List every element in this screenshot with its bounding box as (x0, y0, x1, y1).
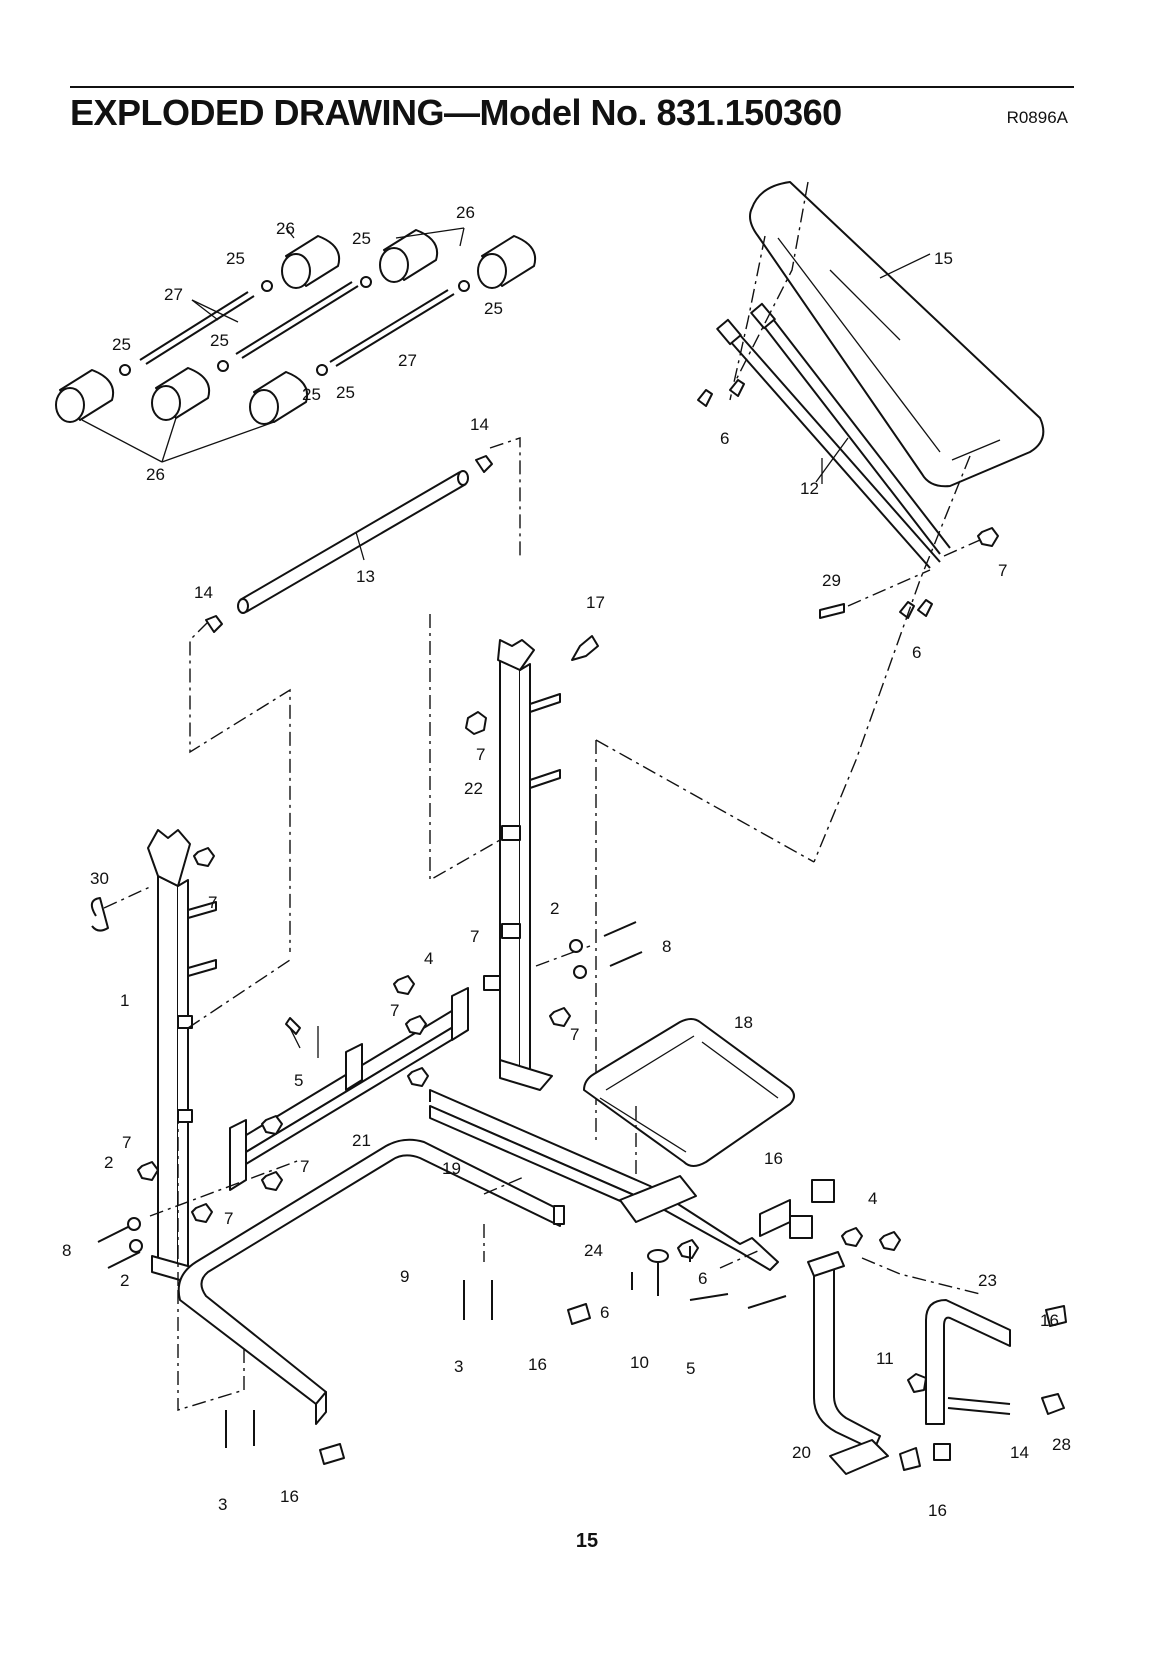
callout: 7 (300, 1157, 309, 1176)
callout: 3 (218, 1495, 227, 1514)
callout: 7 (570, 1025, 579, 1044)
roller-pad (379, 229, 438, 283)
callout: 11 (876, 1349, 894, 1368)
callout: 5 (294, 1071, 303, 1090)
callout-labels: 26 26 25 25 27 25 25 25 25 27 25 26 14 1… (62, 203, 1071, 1520)
crossbar-21 (229, 987, 469, 1191)
callout: 14 (194, 583, 213, 602)
bar-13 (205, 455, 493, 633)
callout: 2 (120, 1271, 129, 1290)
callout: 26 (276, 219, 295, 238)
callout: 5 (686, 1359, 695, 1378)
callout: 1 (120, 991, 129, 1010)
front-base-9 (177, 1138, 591, 1465)
right-upright (497, 639, 561, 1091)
callout: 26 (456, 203, 475, 222)
callout: 23 (978, 1271, 997, 1290)
callout: 8 (62, 1241, 71, 1260)
roller-pads-group (55, 227, 536, 463)
callout: 7 (224, 1209, 233, 1228)
callout: 25 (484, 299, 503, 318)
callout: 20 (792, 1443, 811, 1462)
callout: 25 (226, 249, 245, 268)
callout: 4 (868, 1189, 877, 1208)
roller-pad (249, 371, 308, 425)
backrest-rails (716, 302, 951, 569)
callout: 12 (800, 479, 819, 498)
bracket-23 (899, 1299, 1067, 1471)
callout: 30 (90, 869, 109, 888)
callout: 10 (630, 1353, 649, 1372)
page-number: 15 (575, 1530, 599, 1552)
callout: 25 (210, 331, 229, 350)
callout: 6 (600, 1303, 609, 1322)
roller-pad (477, 235, 536, 289)
callout: 2 (104, 1153, 113, 1172)
bolts-8 (97, 921, 643, 1269)
roller-pad (151, 367, 210, 421)
callout: 14 (470, 415, 489, 434)
page-title: EXPLODED DRAWING—Model No. 831.150360 (70, 92, 842, 133)
callout: 25 (112, 335, 131, 354)
callout: 18 (734, 1013, 753, 1032)
callout: 27 (164, 285, 183, 304)
callout: 25 (302, 385, 321, 404)
callout: 9 (400, 1267, 409, 1286)
callout: 22 (464, 779, 483, 798)
callout: 26 (146, 465, 165, 484)
callout: 8 (662, 937, 671, 956)
callout: 3 (454, 1357, 463, 1376)
backrest-pad (749, 181, 1045, 488)
callout: 2 (550, 899, 559, 918)
callout: 17 (586, 593, 605, 612)
callout: 7 (998, 561, 1007, 580)
callout: 29 (822, 571, 841, 590)
callout: 7 (208, 893, 217, 912)
callout: 16 (928, 1501, 947, 1520)
callout: 7 (390, 1001, 399, 1020)
roller-pad (55, 369, 114, 423)
callout: 15 (934, 249, 953, 268)
callout: 7 (122, 1133, 131, 1152)
callout: 13 (356, 567, 375, 586)
callout: 7 (476, 745, 485, 764)
callout: 16 (280, 1487, 299, 1506)
seat-rail-19 (429, 1089, 779, 1271)
callout: 25 (336, 383, 355, 402)
rear-leg-20 (807, 1251, 889, 1475)
callout: 6 (912, 643, 921, 662)
callout: 6 (698, 1269, 707, 1288)
callout: 4 (424, 949, 433, 968)
callout: 28 (1052, 1435, 1071, 1454)
callout: 16 (1040, 1311, 1059, 1330)
callout: 16 (528, 1355, 547, 1374)
callout: 24 (584, 1241, 603, 1260)
callout: 25 (352, 229, 371, 248)
callout: 14 (1010, 1443, 1029, 1462)
callout: 27 (398, 351, 417, 370)
seat-pad (583, 1018, 795, 1167)
callout: 16 (764, 1149, 783, 1168)
callout: 6 (720, 429, 729, 448)
roller-pad (281, 235, 340, 289)
callout: 19 (442, 1159, 461, 1178)
callout: 21 (352, 1131, 371, 1150)
header-rule (70, 86, 1074, 88)
drawing-code: R0896A (1006, 108, 1068, 127)
callout: 7 (470, 927, 479, 946)
